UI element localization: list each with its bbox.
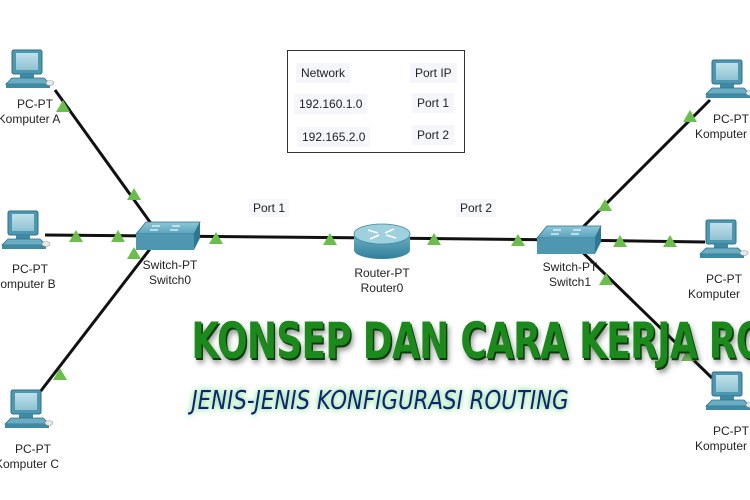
pc-komputer-f-label: PC-PT Komputer	[695, 424, 750, 454]
pc-komputer-f-icon	[705, 371, 750, 411]
pc-komputer-d-label: PC-PT Komputer	[695, 112, 750, 142]
device-type: PC-PT	[12, 262, 48, 276]
device-name: Komputer B	[0, 277, 56, 291]
sub-title: JENIS-JENIS KONFIGURASI ROUTING	[191, 386, 569, 416]
device-name: Router0	[360, 281, 404, 295]
device-name: Komputer A	[0, 112, 61, 126]
table-cell-port-2: Port 2	[412, 125, 455, 145]
pc-komputer-c-icon	[4, 389, 54, 429]
pc-komputer-a-label: PC-PT Komputer A	[0, 97, 70, 127]
device-name: Komputer	[688, 287, 741, 301]
pc-komputer-a-icon	[5, 49, 55, 89]
device-name: Switch1	[548, 275, 592, 289]
device-type: PC-PT	[17, 97, 53, 111]
port-2-label: Port 2	[456, 199, 497, 217]
table-header-port-ip: Port IP	[410, 63, 457, 83]
device-type: PC-PT	[15, 442, 51, 456]
network-info-table: Network Port IP 192.160.1.0 Port 1 192.1…	[287, 50, 465, 153]
pc-komputer-b-icon	[1, 210, 51, 250]
device-type: PC-PT	[713, 112, 749, 126]
switch0-label: Switch-PT Switch0	[130, 258, 210, 288]
table-cell-port-1: Port 1	[412, 93, 455, 113]
switch0-icon	[135, 221, 201, 250]
switch1-label: Switch-PT Switch1	[530, 260, 610, 290]
table-cell-network-1: 192.160.1.0	[294, 94, 368, 114]
pc-komputer-b-label: PC-PT Komputer B	[0, 262, 65, 292]
pc-komputer-c-label: PC-PT Komputer C	[0, 442, 68, 472]
device-name: Komputer C	[0, 457, 60, 471]
main-title: KONSEP DAN CARA KERJA ROUTING	[191, 312, 750, 370]
pc-komputer-e-icon	[699, 219, 749, 259]
table-cell-network-2: 192.165.2.0	[297, 127, 371, 147]
device-type: Router-PT	[354, 266, 410, 280]
port-1-label: Port 1	[249, 199, 290, 217]
table-header-network: Network	[296, 63, 351, 83]
router0-icon	[353, 223, 411, 259]
router0-label: Router-PT Router0	[342, 266, 422, 296]
device-type: PC-PT	[706, 272, 742, 286]
device-name: Komputer	[695, 127, 748, 141]
switch1-icon	[536, 225, 602, 254]
device-type: PC-PT	[713, 424, 749, 438]
device-name: Switch0	[148, 273, 192, 287]
device-type: Switch-PT	[542, 260, 598, 274]
pc-komputer-e-label: PC-PT Komputer	[688, 272, 750, 302]
device-name: Komputer	[695, 439, 748, 453]
device-type: Switch-PT	[142, 258, 198, 272]
pc-komputer-d-icon	[705, 59, 750, 99]
